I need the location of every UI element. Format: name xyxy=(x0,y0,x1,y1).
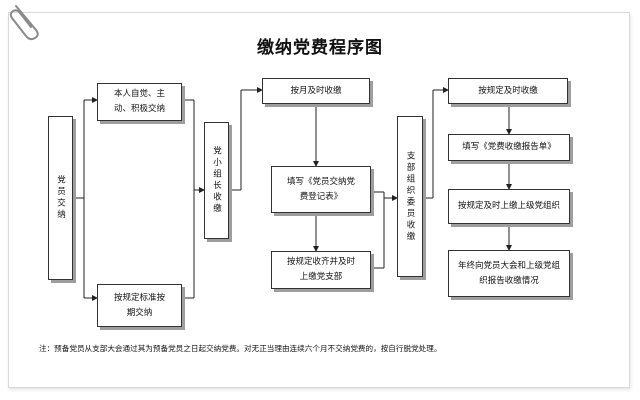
branch-committee-box: 支部组织委员收缴 xyxy=(397,116,423,277)
fill-register-box: 填写《党员交纳党费登记表》 xyxy=(271,166,371,213)
standard-pay-box: 按规定标准按期交纳 xyxy=(97,284,182,327)
self-pay-box: 本人自觉、主动、积极交纳 xyxy=(97,83,182,121)
monthly-collect-box: 按月及时收缴 xyxy=(262,78,370,104)
diagram-title: 缴纳党费程序图 xyxy=(257,38,383,58)
submit-upper-box: 按规定及时上缴上级党组织 xyxy=(448,189,570,224)
paperclip-icon xyxy=(9,5,39,41)
annual-report-box: 年终向党员大会和上级党组织报告收缴情况 xyxy=(448,250,570,297)
group-leader-box: 党小组长收缴 xyxy=(204,122,229,239)
submit-branch-box: 按规定收齐并及时上缴党支部 xyxy=(271,251,371,289)
party-member-box: 党员交纳 xyxy=(48,116,73,280)
timely-collect-box: 按规定及时收缴 xyxy=(448,78,568,104)
footnote: 注：预备党员从支部大会通过其为预备党员之日起交纳党费。对无正当理由连续六个月不交… xyxy=(39,344,442,353)
fill-report-box: 填写《党费收缴报告单》 xyxy=(448,134,570,161)
